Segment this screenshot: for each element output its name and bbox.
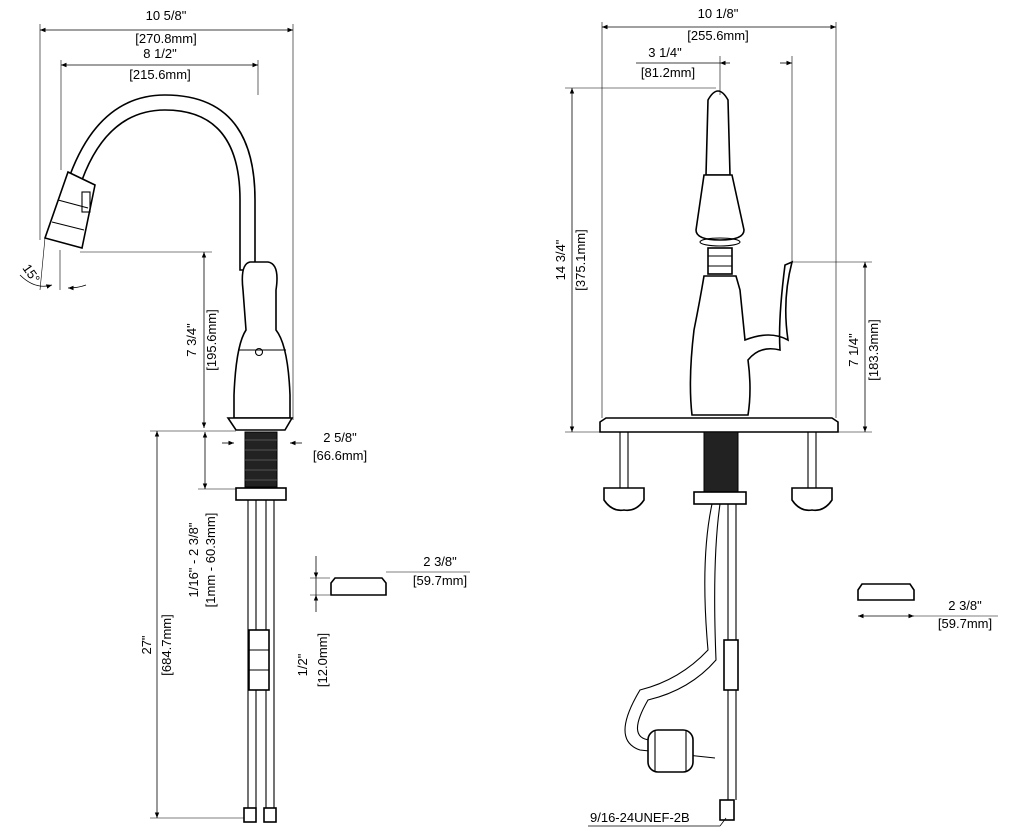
front-handle-part-width-in: 2 3/8" xyxy=(948,598,982,613)
front-handle-height-mm: [183.3mm] xyxy=(866,319,881,380)
side-handle-part-height-in: 1/2" xyxy=(295,653,310,676)
side-spout-height-mm: [195.6mm] xyxy=(204,309,219,370)
side-spout-height-in: 7 3/4" xyxy=(184,323,199,357)
side-deck-thickness-mm: [1mm - 60.3mm] xyxy=(203,513,218,608)
side-handle-part-width-mm: [59.7mm] xyxy=(413,573,467,588)
front-handle-part-width-mm: [59.7mm] xyxy=(938,616,992,631)
side-overall-width-dim: 10 5/8" [270.8mm] xyxy=(39,8,294,420)
side-view: 10 5/8" [270.8mm] 8 1/2" [215.6mm] 15° 7… xyxy=(20,8,470,823)
front-overall-height-in: 14 3/4" xyxy=(553,239,568,280)
front-overall-width-mm: [255.6mm] xyxy=(687,28,748,43)
side-supply-length-dim: 27" [684.7mm] xyxy=(139,430,244,819)
front-overall-width-in: 10 1/8" xyxy=(698,6,739,21)
side-reach-dim: 8 1/2" [215.6mm] xyxy=(60,46,259,170)
front-overall-height-mm: [375.1mm] xyxy=(573,229,588,290)
side-spray-angle-label: 15° xyxy=(20,261,44,286)
side-base-diameter-in: 2 5/8" xyxy=(323,430,357,445)
side-supply-length-mm: [684.7mm] xyxy=(159,614,174,675)
front-handle-height-dim: 7 1/4" [183.3mm] xyxy=(792,261,881,433)
side-handle-part: 2 3/8" [59.7mm] 1/2" [12.0mm] xyxy=(295,554,470,687)
side-reach-mm: [215.6mm] xyxy=(129,67,190,82)
front-faucet-body xyxy=(599,90,839,821)
side-handle-part-width-in: 2 3/8" xyxy=(423,554,457,569)
side-base-diameter-dim: 2 5/8" [66.6mm] xyxy=(222,430,367,463)
front-view: 10 1/8" [255.6mm] 3 1/4" [81.2mm] 14 3/4… xyxy=(553,6,998,827)
front-overall-height-dim: 14 3/4" [375.1mm] xyxy=(553,87,716,433)
side-base-diameter-mm: [66.6mm] xyxy=(313,448,367,463)
side-handle-part-height-mm: [12.0mm] xyxy=(315,633,330,687)
front-thread-callout: 9/16-24UNEF-2B xyxy=(588,810,727,827)
front-handle-offset-dim: 3 1/4" [81.2mm] xyxy=(636,45,793,262)
side-spout-height-dim: 7 3/4" [195.6mm] xyxy=(80,251,219,428)
side-overall-width-in: 10 5/8" xyxy=(146,8,187,23)
side-deck-thickness-dim: 1/16" - 2 3/8" [1mm - 60.3mm] xyxy=(186,432,236,607)
side-spray-angle-dim: 15° xyxy=(20,237,87,291)
front-handle-offset-in: 3 1/4" xyxy=(648,45,682,60)
front-handle-offset-mm: [81.2mm] xyxy=(641,65,695,80)
side-supply-length-in: 27" xyxy=(139,635,154,654)
side-faucet-body xyxy=(43,94,294,823)
side-overall-width-mm: [270.8mm] xyxy=(135,31,196,46)
side-reach-in: 8 1/2" xyxy=(143,46,177,61)
front-handle-height-in: 7 1/4" xyxy=(846,333,861,367)
front-thread-spec: 9/16-24UNEF-2B xyxy=(590,810,690,825)
side-deck-thickness-in: 1/16" - 2 3/8" xyxy=(186,522,201,597)
front-handle-part: 2 3/8" [59.7mm] xyxy=(857,583,998,631)
